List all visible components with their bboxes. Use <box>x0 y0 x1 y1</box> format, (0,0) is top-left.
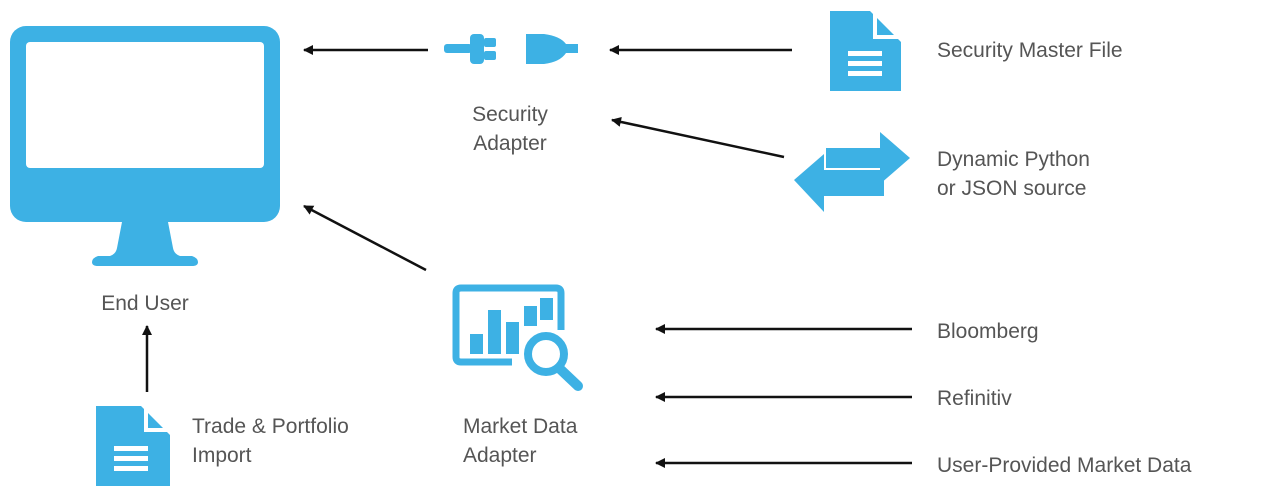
exchange-arrows-icon <box>794 132 910 212</box>
monitor-icon <box>10 26 280 266</box>
end-user-label: End User <box>101 292 189 315</box>
document-icon <box>830 11 901 91</box>
security-master-file-label: Security Master File <box>937 39 1123 62</box>
chart-magnifier-icon <box>452 284 583 391</box>
security-adapter-label: Security Adapter <box>472 103 548 155</box>
arrows <box>142 45 912 468</box>
market-data-adapter-label: Market Data Adapter <box>463 415 578 467</box>
refinitiv-label: Refinitiv <box>937 387 1012 410</box>
document-icon <box>96 406 170 486</box>
dynamic-source-label: Dynamic Python or JSON source <box>937 148 1090 200</box>
trade-portfolio-import-label: Trade & Portfolio Import <box>192 415 349 467</box>
edge-dynamic-source-to-security-adapter <box>611 117 785 159</box>
edge-market-data-adapter-to-end-user <box>303 204 427 272</box>
plug-icon <box>444 34 578 64</box>
bloomberg-label: Bloomberg <box>937 320 1039 343</box>
user-provided-market-data-label: User-Provided Market Data <box>937 454 1192 477</box>
